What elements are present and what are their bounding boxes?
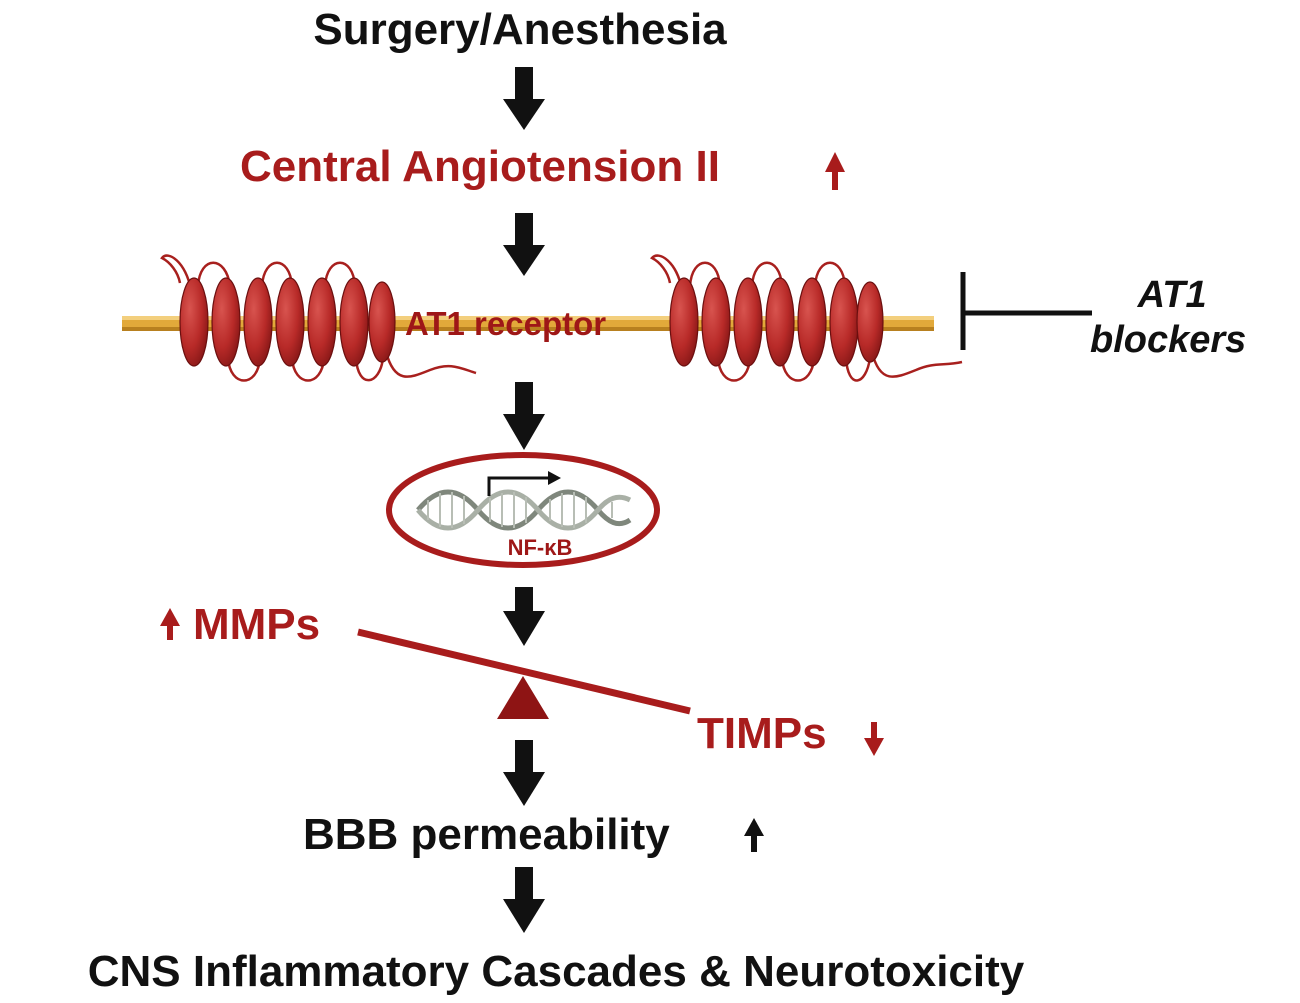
inhibition-bar-icon	[960, 272, 1092, 350]
label-bbb-permeability: BBB permeability	[303, 810, 670, 859]
down-arrow-icon	[503, 382, 545, 450]
down-arrow-icon	[864, 722, 884, 756]
label-timps: TIMPs	[697, 709, 827, 758]
label-mmps: MMPs	[193, 600, 321, 649]
at1-receptor-right	[649, 254, 963, 382]
down-arrow-icon	[503, 213, 545, 276]
down-arrow-icon	[503, 587, 545, 646]
label-central-angiotensin: Central Angiotension II	[240, 142, 720, 191]
dna-helix-icon	[416, 489, 632, 531]
label-at1-blockers: AT1 blockers	[1090, 273, 1246, 363]
label-cns-outcome: CNS Inflammatory Cascades & Neurotoxicit…	[87, 947, 1025, 996]
label-nfkb: NF-κB	[507, 535, 573, 560]
label-at1-receptor: AT1 receptor	[405, 305, 607, 342]
fulcrum-triangle-icon	[497, 676, 549, 719]
down-arrow-icon	[503, 740, 545, 806]
flow-arrows	[503, 67, 545, 933]
down-arrow-icon	[503, 867, 545, 933]
at1-receptor-left	[160, 254, 477, 382]
up-arrow-icon	[160, 608, 180, 640]
transcription-arrow-icon	[487, 471, 561, 496]
mmp-timp-balance	[357, 628, 691, 719]
down-arrow-icon	[503, 67, 545, 130]
blockers-line-1: AT1	[1137, 274, 1207, 316]
nucleus	[386, 452, 660, 568]
title-surgery-anesthesia: Surgery/Anesthesia	[313, 5, 727, 54]
blockers-line-2: blockers	[1090, 318, 1247, 361]
up-arrow-icon	[744, 818, 764, 852]
up-arrow-icon	[825, 152, 845, 190]
